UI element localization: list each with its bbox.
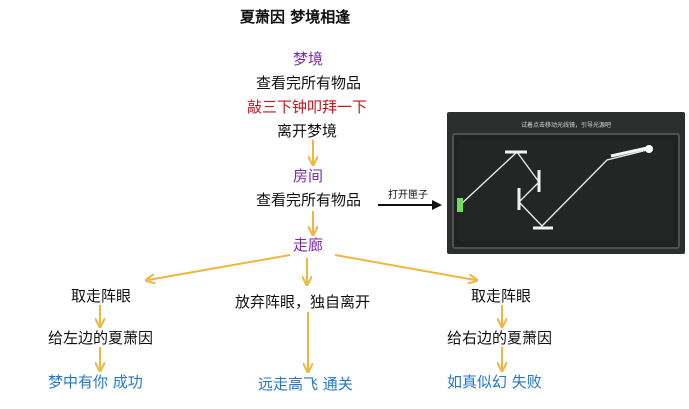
node-middle-end: 远走高飞 通关 (258, 375, 353, 393)
node-left-take: 取走阵眼 (71, 287, 132, 305)
node-check-all-items-1: 查看完所有物品 (256, 74, 362, 92)
node-middle-option: 放弃阵眼，独自离开 (235, 293, 371, 311)
node-right-end: 如真似幻 失败 (447, 373, 542, 391)
light-puzzle-board (452, 133, 680, 249)
lamp-head (610, 146, 648, 158)
node-dream: 梦境 (293, 50, 324, 68)
diagram-title: 夏萧因 梦境相逢 (240, 8, 351, 26)
node-right-give: 给右边的夏萧因 (447, 329, 553, 347)
node-right-take: 取走阵眼 (471, 287, 532, 305)
node-check-all-items-2: 查看完所有物品 (256, 191, 362, 209)
arrow-corridor-to-left (148, 254, 291, 280)
node-room: 房间 (293, 167, 324, 185)
puzzle-hint: 试着点击移动光线镜，引导光源吧 (520, 122, 611, 129)
puzzle-screenshot: 试着点击移动光线镜，引导光源吧 (447, 112, 685, 254)
node-left-end: 梦中有你 成功 (48, 373, 143, 391)
arrow-corridor-to-right (334, 254, 475, 280)
node-left-give: 给左边的夏萧因 (48, 329, 154, 347)
puzzle-board-inner (459, 140, 673, 242)
light-source (457, 198, 463, 212)
label-open-box: 打开匣子 (388, 190, 428, 201)
node-corridor: 走廊 (293, 236, 324, 254)
node-leave-dream: 离开梦境 (277, 122, 338, 140)
lamp-glow (645, 145, 653, 153)
node-knock-bell: 敲三下钟叩拜一下 (247, 98, 368, 116)
